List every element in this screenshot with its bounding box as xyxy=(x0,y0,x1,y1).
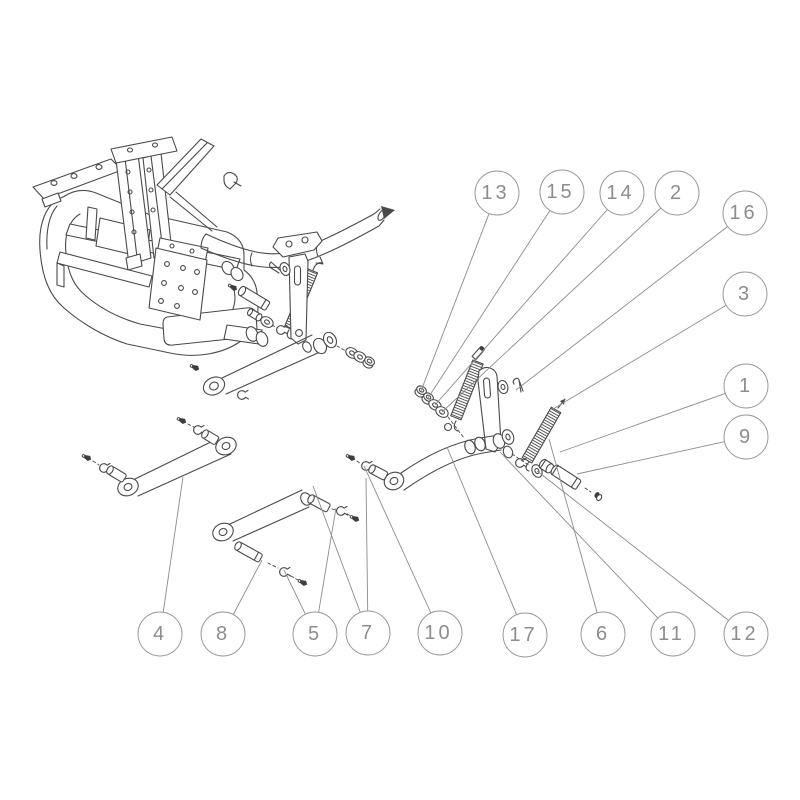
callout-number: 4 xyxy=(153,623,167,645)
callout-circle xyxy=(502,612,548,658)
callout-circle xyxy=(723,611,769,657)
callout-number: 16 xyxy=(729,202,757,224)
callout-layer: 13 15 14 2 16 3 1 9 4 8 5 7 10 17 6 11 12 xyxy=(137,169,769,658)
right-lift-assembly xyxy=(344,346,603,502)
callout-circle xyxy=(650,611,696,657)
callout-circle xyxy=(417,610,463,656)
callout-number: 1 xyxy=(739,375,753,397)
leader-line xyxy=(283,569,306,615)
callout-circle xyxy=(200,611,246,657)
callout-number: 12 xyxy=(730,623,758,645)
callout-5: 5 xyxy=(283,507,338,657)
callout-number: 5 xyxy=(308,623,322,645)
callout-number: 7 xyxy=(361,622,375,644)
callout-15: 15 xyxy=(427,169,585,399)
leader-line xyxy=(427,210,551,399)
curved-lift-arm xyxy=(383,434,502,491)
callout-2: 2 xyxy=(441,170,700,413)
diagonal-blade xyxy=(156,138,215,196)
callout-circle xyxy=(722,271,768,317)
leader-line xyxy=(548,438,598,613)
callout-circle xyxy=(580,611,626,657)
callout-number: 13 xyxy=(481,182,509,204)
spring xyxy=(521,406,562,464)
leader-line xyxy=(536,470,729,621)
callout-number: 9 xyxy=(739,426,753,448)
e-clip xyxy=(276,324,288,335)
leader-line xyxy=(363,465,432,614)
callout-circle xyxy=(723,363,769,409)
spring xyxy=(450,359,484,421)
callout-circle xyxy=(539,169,585,215)
pivot-pin xyxy=(234,541,263,563)
leader-line xyxy=(441,207,662,413)
callout-number: 8 xyxy=(216,623,230,645)
lift-arm xyxy=(188,331,377,400)
callout-10: 10 xyxy=(363,465,463,656)
leader-line xyxy=(446,446,518,615)
callout-number: 2 xyxy=(670,182,684,204)
callout-circle xyxy=(137,611,183,657)
callout-13: 13 xyxy=(420,170,520,392)
callout-number: 17 xyxy=(509,624,537,646)
callout-circle xyxy=(599,170,645,216)
callout-circle xyxy=(474,170,520,216)
callout-6: 6 xyxy=(548,438,626,657)
callout-9: 9 xyxy=(576,414,769,475)
clevis-pin xyxy=(237,285,271,311)
link-arm-lower xyxy=(212,489,361,588)
callout-circle xyxy=(292,611,338,657)
link-arm-upper xyxy=(80,415,237,497)
leader-line xyxy=(499,451,659,619)
callout-14: 14 xyxy=(434,170,645,406)
callout-number: 6 xyxy=(596,623,610,645)
callout-7: 7 xyxy=(312,477,391,656)
callout-number: 10 xyxy=(424,622,452,644)
callout-17: 17 xyxy=(446,446,548,658)
callout-circle xyxy=(345,610,391,656)
callout-circle xyxy=(723,414,769,460)
mid-lift-link-assembly xyxy=(188,253,377,400)
callout-number: 14 xyxy=(606,182,634,204)
leader-line xyxy=(312,485,361,613)
leader-line xyxy=(420,213,490,392)
lift-strap xyxy=(288,253,309,345)
callout-3: 3 xyxy=(552,271,768,410)
callout-8: 8 xyxy=(200,559,263,657)
callout-1: 1 xyxy=(559,363,769,453)
leader-line xyxy=(318,507,337,613)
leader-line xyxy=(515,226,728,391)
nut xyxy=(594,492,603,502)
callout-12: 12 xyxy=(536,470,769,657)
callout-number: 11 xyxy=(658,623,685,645)
hitch-bracket xyxy=(272,231,323,258)
leader-line xyxy=(434,209,608,406)
callout-circle xyxy=(722,190,768,236)
bolt xyxy=(246,308,263,322)
leader-line xyxy=(365,477,369,612)
callout-circle xyxy=(654,170,700,216)
callout-4: 4 xyxy=(137,476,184,657)
callout-number: 15 xyxy=(546,181,574,203)
lift-pin xyxy=(550,464,582,490)
callout-number: 3 xyxy=(738,283,752,305)
machine-drawing xyxy=(32,136,603,588)
side-panel xyxy=(148,247,208,321)
callout-11: 11 xyxy=(499,451,696,657)
callout-16: 16 xyxy=(515,190,768,391)
leader-line xyxy=(576,441,725,475)
frame-assembly xyxy=(32,136,395,356)
leader-line xyxy=(232,559,263,615)
leader-line xyxy=(162,476,184,613)
leader-line xyxy=(559,392,726,453)
leader-line xyxy=(552,304,727,410)
